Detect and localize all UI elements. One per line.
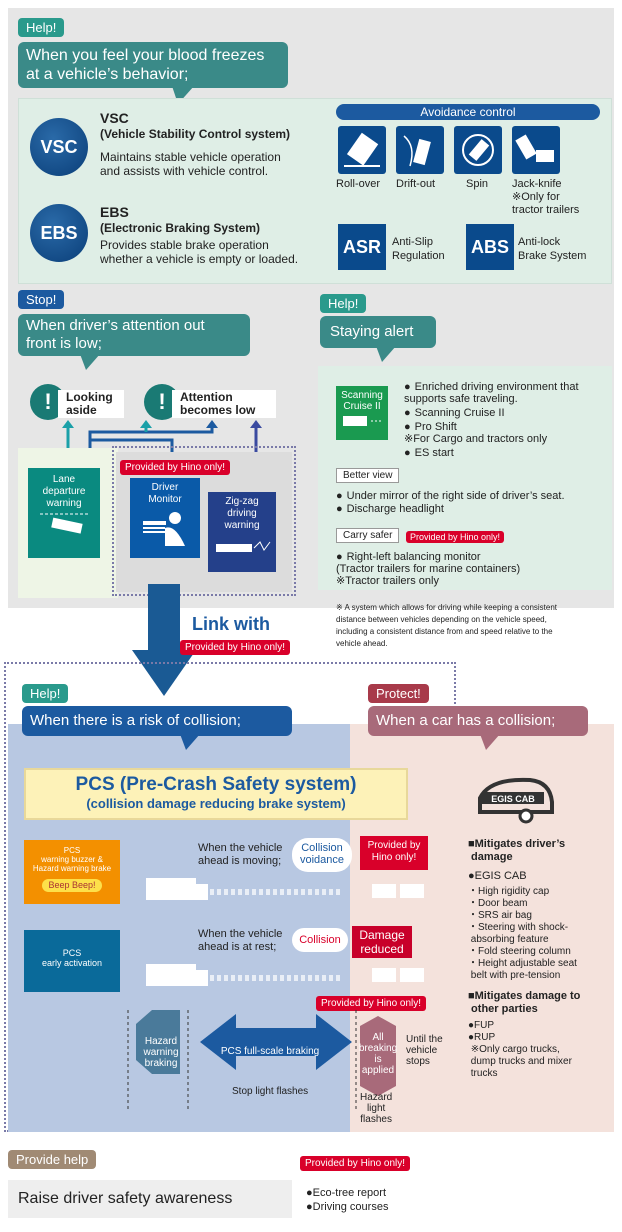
hino-badge: Provided by Hino only! [406, 531, 505, 543]
scanning-cruise-icon: Scanning Cruise II [336, 386, 388, 440]
alert-item: Scanning Cruise II [404, 407, 505, 419]
spin-label: Spin [466, 178, 489, 190]
driver-monitor-label: Driver Monitor [148, 482, 182, 505]
collision-avoidance-tag: Collision voidance [292, 838, 352, 872]
vsc-subtitle: (Vehicle Stability Control system) [100, 127, 291, 141]
pcs-title: PCS (Pre-Crash Safety system) [75, 774, 357, 795]
egis-logo-text: EGIS CAB [491, 794, 535, 804]
pcs-buzzer-label: PCS warning buzzer & Hazard warning brak… [32, 846, 112, 873]
collision-tag: Collision [292, 928, 348, 952]
drift-out-label: Drift-out [396, 178, 436, 190]
hino-badge: Provided by Hino only! [180, 640, 291, 655]
vehicle-moving-label: When the vehicle ahead is moving; [198, 842, 283, 867]
asr-label: Anti-Slip Regulation [392, 236, 445, 262]
roll-over-label: Roll-over [336, 178, 381, 190]
alert-item: Pro Shift ※For Cargo and tractors only [404, 421, 547, 445]
dotted-frame [112, 446, 296, 596]
link-down-arrow [132, 584, 196, 696]
ebs-icon: EBS [30, 204, 88, 262]
ebs-title: EBS [100, 204, 129, 220]
hino-badge: Provided by Hino only! [300, 1156, 411, 1171]
bubble-tail [376, 346, 396, 362]
help-items: ●Eco-tree report ●Driving courses [306, 1187, 389, 1213]
drift-out-icon [396, 126, 444, 174]
hino-badge: Provided by Hino only! [316, 996, 427, 1011]
carry-safer-label: Carry safer [336, 528, 400, 543]
alert-item: Enriched driving environment that suppor… [404, 381, 579, 405]
pcs-title-box: PCS (Pre-Crash Safety system) (collision… [24, 768, 408, 820]
stop-tag: Stop! [18, 290, 65, 309]
jack-knife-icon [512, 126, 560, 174]
cruise-footnote: ※ A system which allows for driving whil… [336, 603, 558, 648]
car-collision-bubble: When a car has a collision; [368, 706, 588, 736]
protect-tag: Protect! [368, 684, 429, 703]
all-braking-shape [360, 1016, 396, 1096]
attention-low-bubble: When driver’s attention out front is low… [18, 314, 250, 356]
hazard-warning-braking: Hazard warning braking [143, 1036, 179, 1069]
zigzag-label: Zig-zag driving warning [224, 496, 260, 531]
bubble-tail [80, 354, 100, 370]
ebs-subtitle: (Electronic Braking System) [100, 221, 261, 235]
avoidance-header: Avoidance control [336, 104, 600, 120]
scanning-cruise-label: Scanning Cruise II [341, 390, 383, 412]
better-view-item: Under mirror of the right side of driver… [336, 490, 565, 502]
beep-label: Beep Beep! [42, 879, 102, 892]
link-arrows [62, 420, 262, 492]
asr-icon: ASR [338, 224, 386, 270]
better-view-label: Better view [336, 468, 400, 483]
trucks-row-1 [146, 878, 424, 900]
spin-icon [454, 126, 502, 174]
vsc-title: VSC [100, 110, 129, 126]
looking-aside-label: Looking aside [58, 390, 124, 418]
pcs-full-braking: PCS full-scale braking [220, 1046, 320, 1057]
help-tag-1: Help! [18, 18, 65, 37]
trucks-row-2 [146, 964, 424, 986]
bubble-tail [180, 734, 200, 750]
stop-light-flashes: Stop light flashes [232, 1086, 309, 1097]
blood-freezes-bubble: When you feel your blood freezes at a ve… [18, 42, 288, 88]
until-stops-label: Until the vehicle stops [406, 1034, 443, 1067]
egis-fup: ●FUP ●RUP ※Only cargo trucks, dump truck… [468, 1020, 572, 1079]
damage-reduced-tag: Damage reduced [352, 926, 412, 958]
egis-h2: ■Mitigates damage to other parties [468, 990, 581, 1015]
ebs-desc: Provides stable brake operation whether … [100, 238, 299, 266]
vsc-icon: VSC [30, 118, 88, 176]
risk-collision-bubble: When there is a risk of collision; [22, 706, 292, 736]
vsc-desc: Maintains stable vehicle operation and a… [100, 150, 281, 178]
bubble-tail [480, 734, 500, 750]
better-view-item: Discharge headlight [336, 503, 444, 515]
lane-departure-label: Lane departure warning [42, 474, 86, 509]
attention-low-label: Attention becomes low [172, 390, 276, 418]
hazard-flash-label: Hazard light flashes [360, 1092, 393, 1125]
pcs-early-box: PCS early activation [24, 930, 120, 992]
egis-list: ・High rigidity cap ・Door beam ・SRS air b… [468, 886, 577, 981]
jack-knife-label: Jack-knife ※Only for tractor trailers [512, 178, 580, 216]
egis-cab-logo: EGIS CAB [478, 777, 554, 824]
help-tag-3: Help! [22, 684, 69, 703]
safety-awareness-box: Raise driver safety awareness [8, 1180, 292, 1218]
alert-item: ES start [404, 447, 454, 459]
pcs-subtitle: (collision damage reducing brake system) [86, 796, 346, 811]
egis-cab: ●EGIS CAB [468, 870, 527, 882]
zigzag-warning-icon: Zig-zag driving warning [208, 492, 276, 572]
provide-help-tag: Provide help [8, 1150, 97, 1169]
driver-monitor-icon: Driver Monitor [130, 478, 200, 558]
staying-alert-bubble: Staying alert [320, 316, 436, 348]
abs-icon: ABS [466, 224, 514, 270]
braking-timeline [127, 1010, 357, 1110]
all-braking-label: All breaking is applied [358, 1032, 398, 1076]
roll-over-icon [338, 126, 386, 174]
abs-label: Anti-lock Brake System [518, 236, 587, 262]
link-with-label: Link with [192, 614, 270, 634]
vehicle-rest-label: When the vehicle ahead is at rest; [198, 928, 283, 953]
hino-badge: Provided by Hino only! [120, 460, 231, 475]
lane-departure-icon: Lane departure warning [28, 468, 100, 558]
pcs-buzzer-box: PCS warning buzzer & Hazard warning brak… [24, 840, 120, 904]
help-tag-2: Help! [320, 294, 367, 313]
carry-safer-item: Right-left balancing monitor (Tractor tr… [336, 551, 520, 587]
egis-h1: ■Mitigates driver’s damage [468, 838, 566, 863]
